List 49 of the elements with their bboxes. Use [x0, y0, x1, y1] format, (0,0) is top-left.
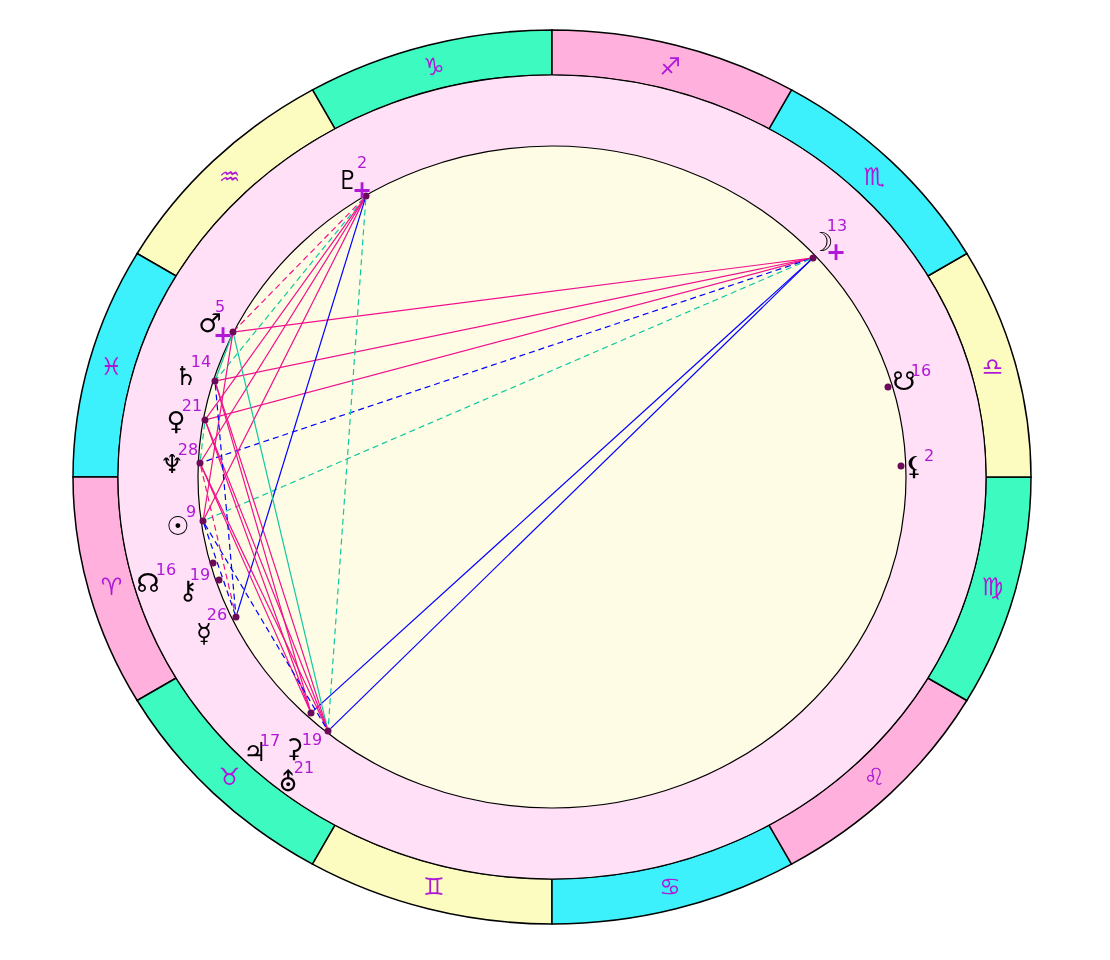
planet-dot [215, 576, 223, 584]
planet-glyph: ☿ [196, 620, 212, 646]
aspect-line [233, 334, 328, 729]
aspect-line [199, 422, 206, 461]
aspect-line [203, 523, 236, 615]
aspect-line [215, 334, 233, 379]
planet-dot [196, 459, 204, 467]
planet-dot [229, 328, 237, 336]
degree-number: 2 [356, 155, 368, 171]
planet-dot [307, 709, 315, 717]
aspect-line [202, 334, 234, 519]
planet-glyph: ⚸ [904, 453, 924, 479]
zodiac-segment: ♒ [136, 89, 336, 277]
degree-number: 28 [177, 442, 199, 458]
aspect-line [205, 422, 328, 729]
degree-number: 21 [181, 398, 203, 414]
degree-number: 26 [206, 607, 228, 623]
aspect-line [205, 258, 811, 521]
planet-dot [324, 727, 332, 735]
planet-dot [809, 254, 817, 262]
zodiac-segment: ♊ [311, 824, 553, 925]
planet-dot [884, 383, 892, 391]
zodiac-segment: ♑ [311, 29, 553, 130]
aspect-line [216, 198, 365, 379]
aspect-line [217, 258, 811, 381]
aspect-line [200, 465, 236, 615]
aspect-line [207, 258, 811, 420]
zodiac-segment: ♐ [551, 29, 793, 130]
zodiac-segment: ♍ [927, 476, 1032, 702]
aspect-line [201, 198, 365, 461]
planet-glyph: ⚳ [284, 735, 304, 761]
aspect-line [236, 198, 366, 615]
planet-dot [199, 517, 207, 525]
planet-dot [201, 416, 209, 424]
aspect-line [200, 465, 328, 729]
planet-dot [211, 377, 219, 385]
aspect-line [206, 198, 365, 418]
degree-number: 13 [826, 218, 848, 234]
degree-number: 19 [301, 732, 323, 748]
zodiac-segment: ♋ [551, 824, 793, 925]
zodiac-segment: ♌ [768, 677, 968, 865]
degree-number: 9 [185, 504, 197, 520]
aspect-line [204, 523, 327, 729]
planet-dot [209, 559, 217, 567]
planet-dot [232, 613, 240, 621]
planet-dot [362, 192, 370, 200]
degree-number: 21 [293, 760, 315, 776]
planet-dot [897, 462, 905, 470]
aspect-line [203, 198, 366, 519]
